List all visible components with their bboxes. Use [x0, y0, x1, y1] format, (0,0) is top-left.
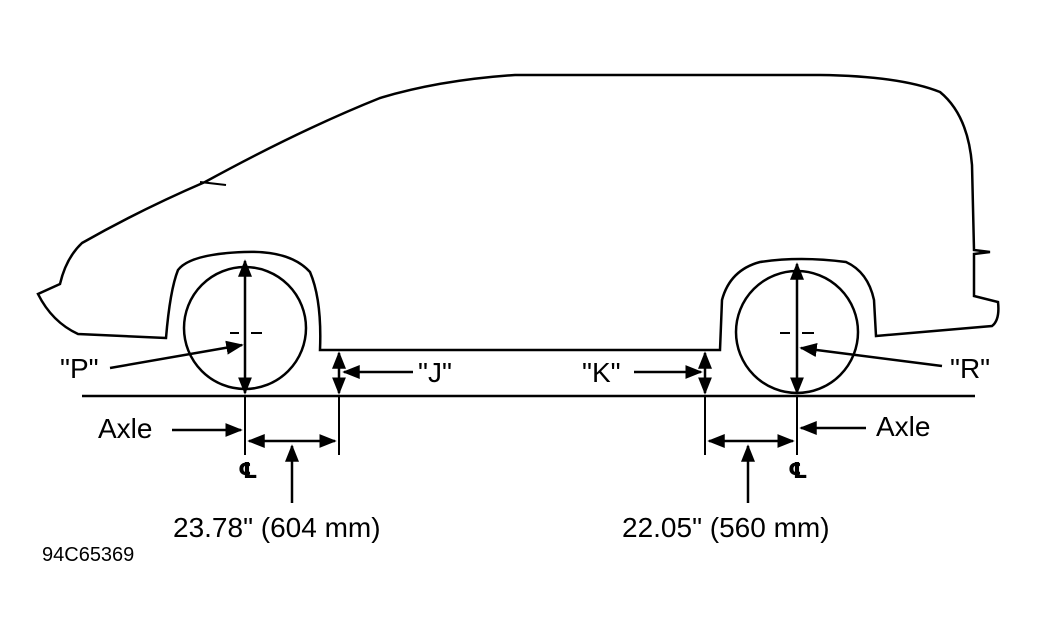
vehicle-body-outline	[36, 73, 1000, 352]
figure-code: 94C65369	[42, 544, 134, 566]
label-p: "P"	[60, 353, 99, 384]
front-centerline-symbol: ℄	[238, 458, 258, 483]
label-j: "J"	[418, 357, 452, 388]
front-dimension-value: 23.78" (604 mm)	[173, 512, 381, 543]
rear-centerline-symbol: ℄	[788, 458, 808, 483]
p-leader-arrow	[109, 340, 244, 370]
label-axle-front: Axle	[98, 413, 152, 444]
label-r: "R"	[950, 353, 990, 384]
label-k: "K"	[582, 357, 621, 388]
hood-crease-line	[199, 181, 227, 186]
rear-dimension-value: 22.05" (560 mm)	[622, 512, 830, 543]
label-axle-rear: Axle	[876, 411, 930, 442]
r-leader-arrow	[799, 343, 943, 368]
